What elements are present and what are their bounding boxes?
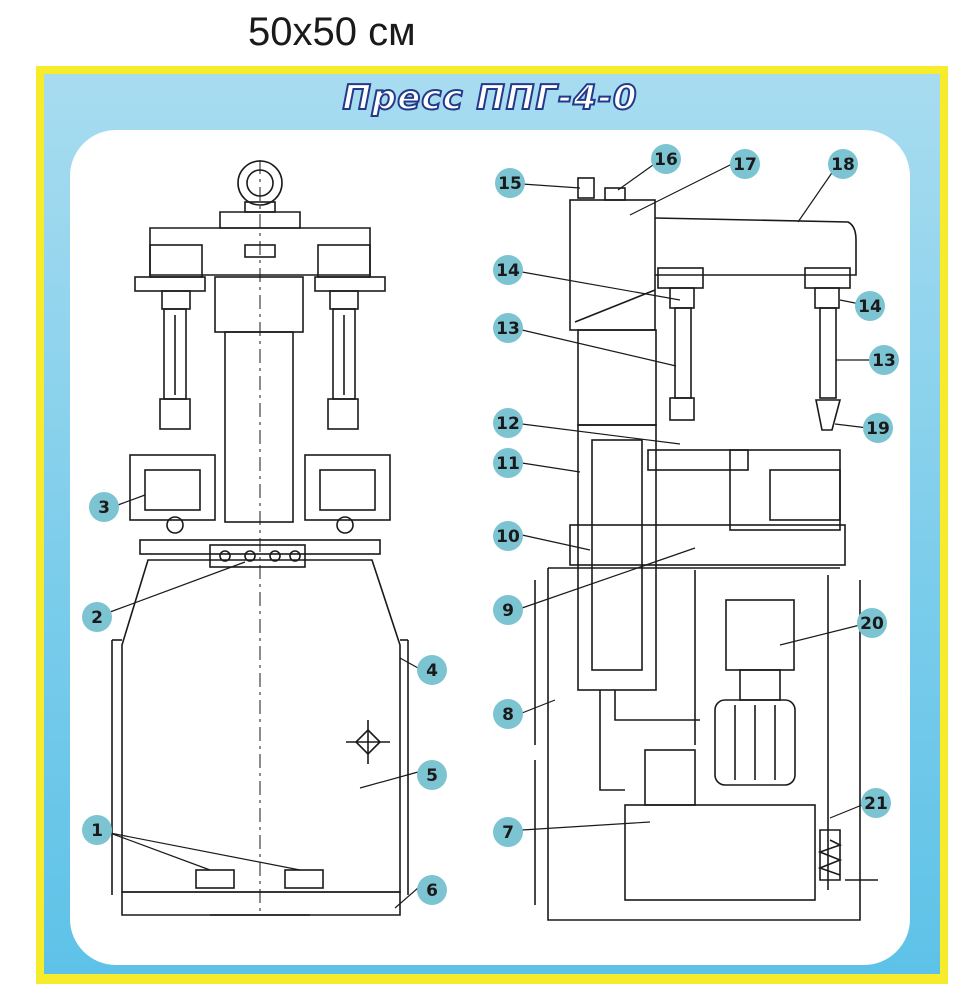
callout-6: 6 [417, 875, 447, 905]
press-unit-right [304, 454, 391, 521]
svg-text:3: 3 [98, 498, 110, 518]
callout-5: 5 [417, 760, 447, 790]
motor-box [729, 449, 841, 531]
callout-4: 4 [417, 655, 447, 685]
svg-text:21: 21 [864, 794, 888, 814]
filter [644, 749, 696, 806]
svg-text:12: 12 [496, 414, 520, 434]
callout-badges: 1 2 3 4 5 6 7 8 9 10 11 12 13 13 14 14 1… [82, 144, 899, 905]
callout-1: 1 [82, 815, 112, 845]
callout-9: 9 [493, 595, 523, 625]
callout-20: 20 [857, 608, 887, 638]
svg-text:14: 14 [496, 261, 520, 281]
callout-21: 21 [861, 788, 891, 818]
column-head [569, 199, 656, 331]
svg-text:10: 10 [496, 527, 520, 547]
callout-12: 12 [493, 408, 523, 438]
callout-15: 15 [495, 168, 525, 198]
callout-17: 17 [730, 149, 760, 179]
callout-7: 7 [493, 817, 523, 847]
callout-19: 19 [863, 413, 893, 443]
size-caption: 50x50 см [248, 10, 416, 54]
platen [647, 449, 749, 471]
svg-text:2: 2 [91, 608, 103, 628]
cabinet-base [121, 891, 401, 916]
svg-text:1: 1 [91, 821, 103, 841]
svg-text:13: 13 [872, 351, 896, 371]
callout-11: 11 [493, 448, 523, 478]
callout-18: 18 [828, 149, 858, 179]
callout-14: 14 [493, 255, 523, 285]
svg-text:6: 6 [426, 881, 438, 901]
leader-lines [109, 159, 871, 909]
callout-16: 16 [651, 144, 681, 174]
arm [654, 217, 857, 276]
foot-pad-left [195, 869, 235, 889]
frame [547, 568, 861, 921]
column-shaft [577, 424, 657, 691]
svg-text:16: 16 [654, 150, 678, 170]
callout-13: 13 [493, 313, 523, 343]
front-view [111, 160, 409, 916]
cabinet-body [121, 559, 401, 893]
svg-text:14: 14 [858, 297, 882, 317]
callout-8: 8 [493, 699, 523, 729]
side-view [534, 177, 878, 921]
svg-text:20: 20 [860, 614, 884, 634]
svg-text:4: 4 [426, 661, 438, 681]
foot-pad-right [284, 869, 324, 889]
callout-3: 3 [89, 492, 119, 522]
svg-text:17: 17 [733, 155, 757, 175]
electric-motor [714, 699, 796, 786]
callout-2: 2 [82, 602, 112, 632]
central-column [224, 331, 294, 523]
svg-text:13: 13 [496, 319, 520, 339]
poster-title: Пресс ППГ-4-0 [341, 77, 638, 119]
svg-text:18: 18 [831, 155, 855, 175]
oil-tank [624, 804, 816, 901]
callout-10: 10 [493, 521, 523, 551]
svg-text:19: 19 [866, 419, 890, 439]
svg-text:15: 15 [498, 174, 522, 194]
svg-text:8: 8 [502, 705, 514, 725]
press-unit-left [129, 454, 216, 521]
svg-text:5: 5 [426, 766, 438, 786]
svg-text:9: 9 [502, 601, 514, 621]
callout-14b: 14 [855, 291, 885, 321]
svg-text:7: 7 [502, 823, 514, 843]
callout-13b: 13 [869, 345, 899, 375]
pump [725, 599, 795, 671]
svg-text:11: 11 [496, 454, 520, 474]
